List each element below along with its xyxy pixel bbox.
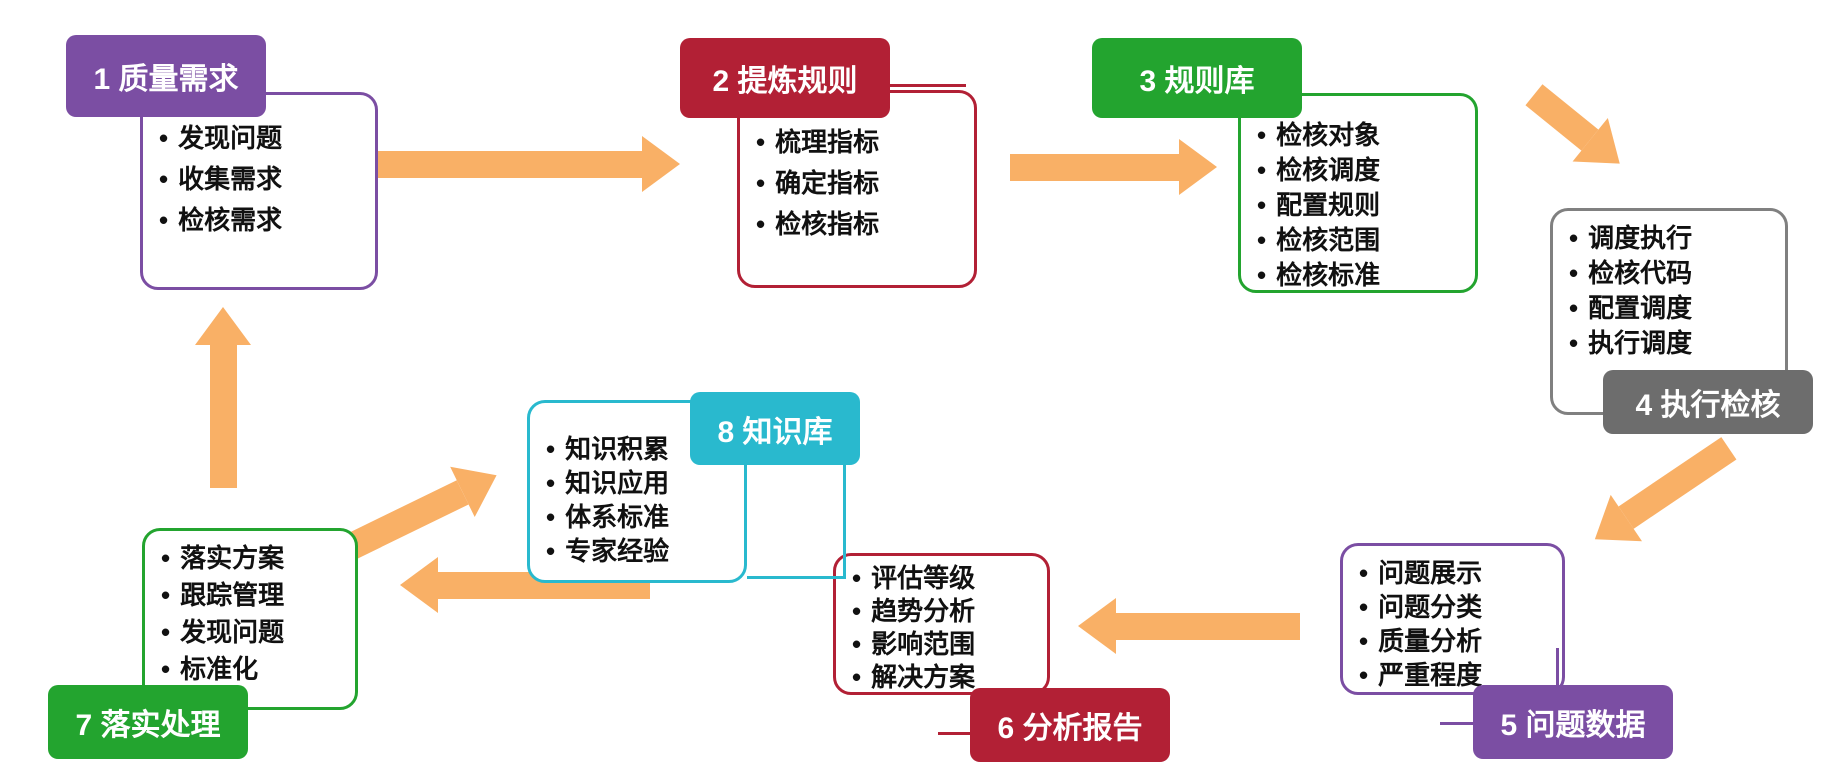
node-5-connector-line <box>1556 648 1559 688</box>
bullet-item: 跟踪管理 <box>161 581 355 609</box>
arrow-1-to-2-icon <box>350 136 680 192</box>
bullet-item: 检核调度 <box>1257 156 1475 184</box>
bullet-item: 问题分类 <box>1359 593 1562 621</box>
node-6-header: 6 分析报告 <box>970 688 1170 762</box>
bullet-item: 确定指标 <box>756 169 974 197</box>
bullet-item: 收集需求 <box>159 165 375 193</box>
node-2-connector-line <box>888 84 966 87</box>
arrow-5-to-6-icon <box>1078 598 1300 654</box>
node-2-body: 梳理指标 确定指标 检核指标 <box>737 90 977 288</box>
node-5-header: 5 问题数据 <box>1473 685 1673 759</box>
node-7-bullet-list: 落实方案 跟踪管理 发现问题 标准化 <box>145 531 355 683</box>
node-3-bullet-list: 检核对象 检核调度 配置规则 检核范围 检核标准 <box>1241 96 1475 289</box>
node-6-bullet-list: 评估等级 趋势分析 影响范围 解决方案 <box>836 556 1047 691</box>
node-8-bullet-list: 知识积累 知识应用 体系标准 专家经验 <box>530 403 744 565</box>
node-5-body: 问题展示 问题分类 质量分析 严重程度 <box>1340 543 1565 695</box>
node-7-connector-line <box>248 707 330 710</box>
bullet-item: 检核标准 <box>1257 261 1475 289</box>
node-2-bullet-list: 梳理指标 确定指标 检核指标 <box>740 93 974 238</box>
node-5-bullet-list: 问题展示 问题分类 质量分析 严重程度 <box>1343 546 1562 689</box>
node-5-connector-line <box>1440 722 1473 725</box>
bullet-item: 检核范围 <box>1257 226 1475 254</box>
bullet-item: 体系标准 <box>546 503 744 531</box>
bullet-item: 发现问题 <box>159 124 375 152</box>
bullet-item: 配置规则 <box>1257 191 1475 219</box>
node-4-bullet-list: 调度执行 检核代码 配置调度 执行调度 <box>1553 211 1785 357</box>
node-8-connector-line <box>747 576 846 579</box>
bullet-item: 评估等级 <box>852 564 1047 592</box>
node-2-header: 2 提炼规则 <box>680 38 890 118</box>
bullet-item: 执行调度 <box>1569 329 1785 357</box>
node-8-connector-line <box>843 462 846 578</box>
bullet-item: 检核代码 <box>1569 259 1785 287</box>
bullet-item: 检核对象 <box>1257 121 1475 149</box>
bullet-item: 知识应用 <box>546 469 744 497</box>
arrow-3-to-4-icon <box>1517 73 1638 186</box>
bullet-item: 检核指标 <box>756 210 974 238</box>
node-1-bullet-list: 发现问题 收集需求 检核需求 <box>143 95 375 234</box>
node-1-body: 发现问题 收集需求 检核需求 <box>140 92 378 290</box>
node-6-body: 评估等级 趋势分析 影响范围 解决方案 <box>833 553 1050 695</box>
bullet-item: 调度执行 <box>1569 224 1785 252</box>
bullet-item: 影响范围 <box>852 630 1047 658</box>
bullet-item: 发现问题 <box>161 618 355 646</box>
bullet-item: 梳理指标 <box>756 128 974 156</box>
bullet-item: 配置调度 <box>1569 294 1785 322</box>
node-4-header: 4 执行检核 <box>1603 370 1813 434</box>
bullet-item: 趋势分析 <box>852 597 1047 625</box>
node-7-body: 落实方案 跟踪管理 发现问题 标准化 <box>142 528 358 710</box>
bullet-item: 落实方案 <box>161 544 355 572</box>
arrow-7-to-1-icon <box>195 307 251 488</box>
bullet-item: 质量分析 <box>1359 627 1562 655</box>
arrow-4-to-5-icon <box>1579 425 1745 563</box>
bullet-item: 解决方案 <box>852 663 1047 691</box>
node-1-header: 1 质量需求 <box>66 35 266 117</box>
bullet-item: 专家经验 <box>546 537 744 565</box>
bullet-item: 标准化 <box>161 655 355 683</box>
bullet-item: 检核需求 <box>159 206 375 234</box>
node-7-header: 7 落实处理 <box>48 685 248 759</box>
bullet-item: 知识积累 <box>546 435 744 463</box>
bullet-item: 严重程度 <box>1359 661 1562 689</box>
node-6-connector-line <box>938 732 970 735</box>
bullet-item: 问题展示 <box>1359 559 1562 587</box>
arrow-2-to-3-icon <box>1010 139 1217 195</box>
node-3-header: 3 规则库 <box>1092 38 1302 118</box>
node-8-header: 8 知识库 <box>690 392 860 465</box>
node-3-body: 检核对象 检核调度 配置规则 检核范围 检核标准 <box>1238 93 1478 293</box>
